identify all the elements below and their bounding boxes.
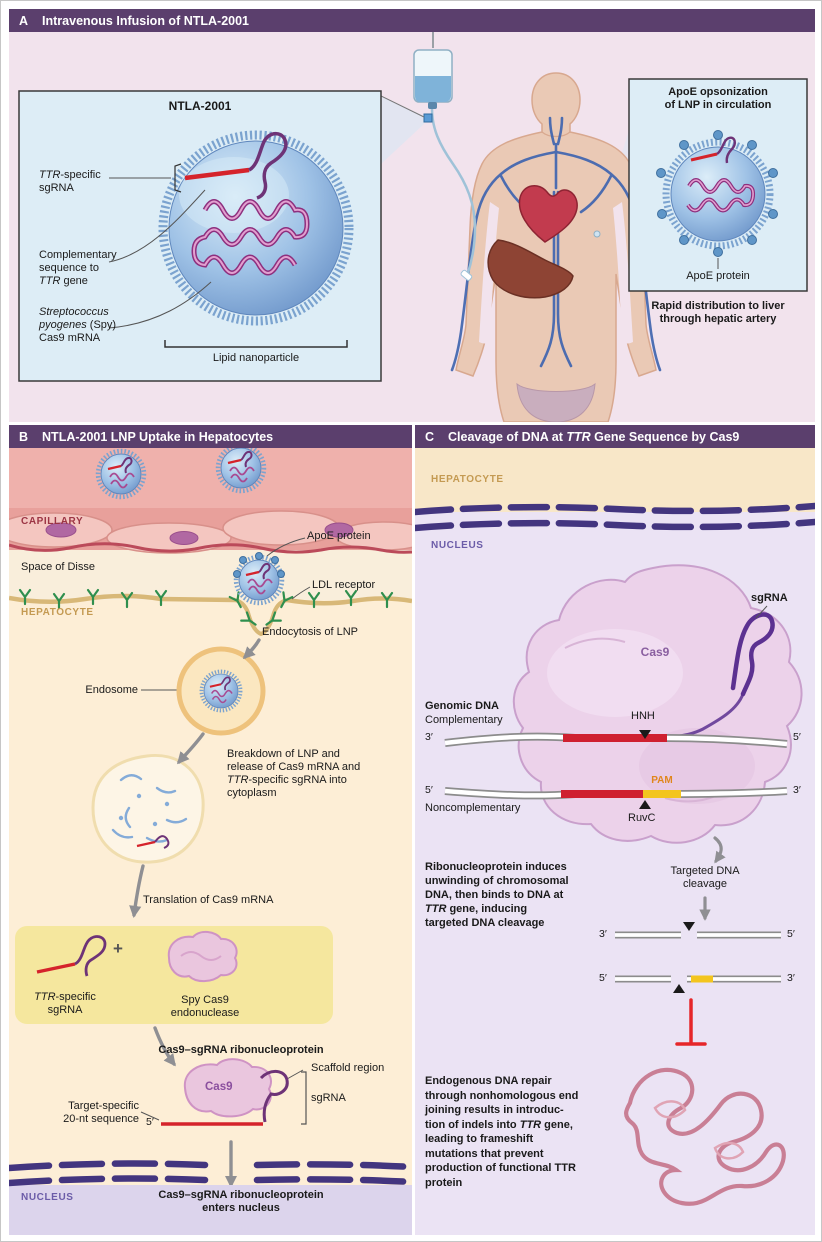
panel-b-illustration (9, 448, 412, 1235)
nucleus-label: NUCLEUS (21, 1192, 74, 1203)
ttr-sgrna-label: TTR-specific sgRNA (34, 991, 96, 1016)
hnh-label: HNH (631, 710, 655, 722)
space-of-disse-label: Space of Disse (21, 561, 95, 573)
translation-label: Translation of Cas9 mRNA (143, 894, 274, 906)
scaffold-region-label: Scaffold region (311, 1062, 385, 1074)
panel-b-letter: B (19, 429, 29, 444)
enters-nucleus-text: Cas9–sgRNA ribonucleoprotein enters nucl… (158, 1189, 324, 1214)
apoe-protein-label: ApoE protein (686, 270, 750, 282)
cas9-blob-label: Cas9 (640, 645, 670, 659)
panel-a-letter: A (19, 13, 29, 28)
panel-c-title: Cleavage of DNA at TTR Gene Sequence by … (448, 429, 740, 444)
sgrna-label: TTR-specific sgRNA (39, 169, 101, 194)
complementary-label: Complementary (425, 714, 503, 726)
hepatocyte-label: HEPATOCYTE (431, 474, 504, 485)
rnp-title: Cas9–sgRNA ribonucleoprotein (158, 1044, 324, 1056)
flow-arrows (699, 836, 726, 921)
panel-a-header: A Intravenous Infusion of NTLA-2001 (9, 9, 815, 32)
panel-b-header: B NTLA-2001 LNP Uptake in Hepatocytes (9, 425, 412, 448)
three-prime-label: 3′ (425, 731, 433, 743)
genomic-dna-icon (444, 732, 788, 800)
tube-connector (423, 113, 433, 123)
lnp-apoe-icon (656, 130, 778, 269)
pam-label: PAM (651, 775, 673, 786)
cleaved-dna-icon (615, 922, 781, 993)
breakdown-label: Breakdown of LNP and release of Cas9 mRN… (227, 748, 361, 799)
cas9-blob-label: Cas9 (205, 1081, 233, 1093)
inhibition-bar-icon (675, 998, 707, 1046)
panel-a-title: Intravenous Infusion of NTLA-2001 (42, 13, 249, 28)
apoe-protein-dots (656, 130, 778, 257)
five-prime-label: 5′ (146, 1116, 154, 1128)
panel-b-title: NTLA-2001 LNP Uptake in Hepatocytes (42, 429, 274, 444)
sgrna-label: sgRNA (751, 592, 788, 604)
panel-a-illustration (18, 32, 808, 422)
complementary-label: Complementary sequence to TTR gene (39, 249, 117, 287)
sgrna-scaffold-icon (248, 131, 288, 200)
hepatocyte-label: HEPATOCYTE (21, 607, 94, 618)
endocytic-pit (234, 598, 288, 637)
targeted-cleavage-label: Targeted DNA cleavage (670, 865, 740, 890)
noncomplementary-label: Noncomplementary (425, 802, 521, 814)
spy-cas9-label: Spy Cas9 endonuclease (170, 994, 240, 1019)
rnp-scaffold-icon (259, 1070, 289, 1123)
hnh-cut-pointer (639, 730, 651, 739)
heart (518, 185, 578, 243)
iv-tube (430, 108, 477, 277)
endosome-label: Endosome (85, 684, 138, 696)
nucleus-label: NUCLEUS (431, 540, 484, 551)
liver (487, 239, 574, 299)
panel-c-illustration (415, 448, 815, 1235)
panel-c-body: HEPATOCYTE NUCLEUS sgRNA Cas9 Genomic DN… (415, 448, 815, 1235)
five-prime-label: 5′ (793, 731, 801, 743)
ruvc-cut-pointer (639, 800, 651, 809)
repair-explanation-text: Endogenous DNA repair through nonhomolog… (425, 1075, 579, 1189)
three-prime-label: 3′ (793, 784, 801, 796)
sgrna-guide-icon (184, 167, 250, 181)
flow-arrows (129, 638, 261, 1189)
five-prime-label: 5′ (599, 972, 607, 984)
apoe-dots (233, 552, 285, 578)
nuclear-envelope (415, 502, 815, 532)
five-prime-label: 5′ (425, 784, 433, 796)
ntla-box-title: NTLA-2001 (168, 99, 232, 113)
apoe-protein-label: ApoE protein (307, 530, 371, 542)
human-figure (450, 72, 662, 422)
ruvc-label: RuvC (628, 812, 656, 824)
panel-c-header: C Cleavage of DNA at TTR Gene Sequence b… (415, 425, 815, 448)
zoom-cone-left (381, 96, 424, 164)
sgrna-icon (730, 612, 775, 697)
spy-cas9-mrna-label: Streptococcus pyogenes (Spy) Cas9 mRNA (39, 306, 117, 344)
hepatocyte-membrane (9, 593, 236, 605)
endocytosis-label: Endocytosis of LNP (262, 626, 358, 638)
plus-sign: + (113, 939, 123, 958)
rnp-explanation-text: Ribonucleoprotein induces unwinding of c… (425, 861, 569, 929)
capillary-label: CAPILLARY (21, 516, 84, 527)
lipid-nanoparticle-label: Lipid nanoparticle (212, 352, 300, 364)
genomic-dna-label: Genomic DNA (425, 700, 499, 712)
rnp-cas9-icon (183, 1058, 272, 1118)
three-prime-label: 3′ (787, 972, 795, 984)
target-specific-label: Target-specific 20-nt sequence (63, 1100, 139, 1125)
rapid-distribution-text: Rapid distribution to liver through hepa… (651, 300, 785, 325)
ldl-receptor-label: LDL receptor (312, 579, 376, 591)
panel-b-body: CAPILLARY Space of Disse HEPATOCYTE ApoE… (9, 448, 412, 1235)
sgrna-icon (36, 962, 76, 974)
ttr-protein-ribbon-icon (624, 1067, 786, 1206)
vasculature (450, 116, 662, 372)
apoe-box-title: ApoE opsonization of LNP in circulation (664, 86, 772, 111)
three-prime-label: 3′ (599, 928, 607, 940)
lnp-large-icon (158, 130, 354, 326)
assembly-highlight (15, 926, 333, 1024)
iv-bag (380, 32, 477, 281)
lipid-bracket (164, 340, 348, 348)
five-prime-label: 5′ (787, 928, 795, 940)
lnp-breakdown-vesicle (91, 753, 205, 864)
sgrna-label: sgRNA (311, 1092, 346, 1104)
panel-a-body: NTLA-2001 TTR-specific sgRNA Complementa… (9, 32, 815, 422)
nuclear-envelope (9, 1160, 412, 1187)
panel-c-letter: C (425, 429, 435, 444)
